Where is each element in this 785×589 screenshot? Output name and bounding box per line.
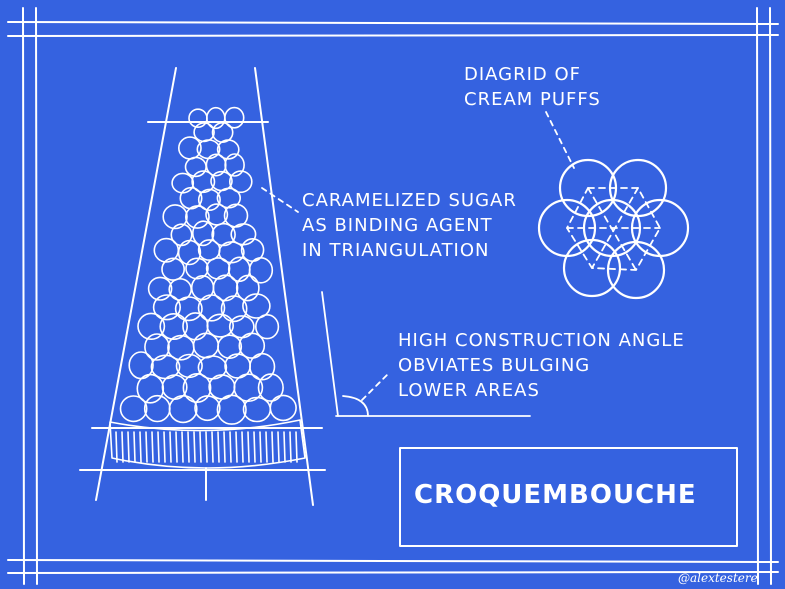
base-hatch-line	[253, 431, 256, 463]
base-hatch-line	[187, 431, 190, 463]
construction-angle-label-line-2: OBVIATES BULGING	[398, 355, 591, 376]
cream-puff	[161, 257, 186, 281]
cream-puff	[192, 332, 220, 359]
cream-puff	[216, 394, 247, 425]
base-hatch-line	[277, 431, 280, 463]
base-hatch-line	[193, 431, 196, 463]
cream-puff	[162, 204, 188, 230]
cream-puff	[224, 153, 245, 177]
binding-agent-label-line-3: IN TRIANGULATION	[302, 240, 490, 261]
base-hatch-line	[223, 431, 226, 463]
cream-puff	[177, 239, 202, 266]
cream-puff	[229, 170, 253, 194]
diagrid-rosette	[537, 158, 690, 300]
cream-puff	[220, 295, 248, 323]
construction-angle-label: HIGH CONSTRUCTION ANGLE OBVIATES BULGING…	[398, 328, 685, 403]
cream-puff	[171, 172, 195, 194]
base-hatch-line	[133, 431, 136, 463]
binding-agent-label-line-2: AS BINDING AGENT	[302, 215, 493, 236]
base-hatch-line	[211, 431, 214, 463]
diagrid-label-line-2: CREAM PUFFS	[464, 89, 601, 110]
cream-puff	[212, 274, 239, 302]
cream-puff	[224, 106, 245, 129]
leader-lines	[261, 111, 575, 417]
cream-puff	[192, 220, 215, 247]
cream-puff	[143, 394, 171, 423]
base-hatch-line	[205, 431, 208, 463]
base-hatch-line	[289, 431, 292, 463]
artist-signature: @alextestere	[678, 571, 758, 585]
base-hatch-line	[169, 431, 172, 463]
cream-puff	[242, 293, 271, 319]
cream-puff	[175, 353, 203, 379]
base-hatch-line	[241, 431, 244, 463]
construction-angle-label-line-1: HIGH CONSTRUCTION ANGLE	[398, 330, 685, 351]
cream-puff	[211, 222, 236, 247]
base-hatch-line	[283, 431, 286, 463]
cream-puff	[269, 394, 297, 422]
cream-puff	[248, 256, 274, 284]
binding-agent-label: CARAMELIZED SUGAR AS BINDING AGENT IN TR…	[302, 188, 517, 263]
cream-puff	[217, 334, 243, 360]
base-hatch-line	[181, 431, 184, 463]
cream-puff	[184, 205, 210, 229]
base-hatch-line	[121, 431, 124, 463]
base-hatch-line	[235, 431, 238, 463]
border-frame	[7, 7, 779, 585]
cream-puff	[191, 170, 216, 194]
cream-puff	[190, 275, 215, 301]
construction-angle-label-line-3: LOWER AREAS	[398, 380, 540, 401]
binding-agent-label-line-1: CARAMELIZED SUGAR	[302, 190, 517, 211]
title-block-title: CROQUEMBOUCHE	[414, 480, 697, 510]
base-hatch-line	[265, 431, 268, 463]
base-hatch-line	[151, 431, 154, 463]
tower-puffs	[119, 106, 297, 425]
base-hatch-line	[139, 431, 142, 463]
title-block-box	[399, 447, 738, 547]
base-hatch-line	[247, 431, 250, 463]
cream-puff	[179, 186, 203, 210]
cream-puff	[218, 241, 245, 264]
cream-puff	[249, 352, 276, 381]
base-hatch-line	[259, 431, 262, 463]
cream-puff	[197, 188, 221, 212]
diagrid-label: DIAGRID OF CREAM PUFFS	[464, 62, 601, 112]
base-hatch-line	[217, 431, 220, 463]
cream-puff	[255, 314, 280, 340]
cream-puff	[197, 294, 226, 322]
cream-puff	[216, 139, 240, 160]
cream-puff	[119, 395, 148, 423]
base-hatch-line	[175, 431, 178, 463]
cream-puff	[185, 257, 209, 280]
base-hatch-line	[163, 431, 166, 463]
cream-puff	[206, 313, 234, 338]
cream-puff	[147, 276, 173, 301]
base-hatch-line	[229, 431, 232, 463]
cream-puff	[144, 333, 170, 361]
base-hatch-line	[145, 431, 148, 463]
cream-puff	[152, 294, 181, 321]
cream-puff	[174, 296, 203, 322]
cream-puff	[194, 395, 221, 422]
cream-puff	[137, 312, 166, 340]
base-hatch-line	[295, 431, 298, 463]
base-hatch-line	[271, 431, 274, 463]
cream-puff	[235, 274, 260, 302]
base-hatch-line	[157, 431, 160, 463]
cream-puff	[168, 395, 198, 424]
cream-puff	[257, 373, 284, 402]
tower-outline	[79, 67, 326, 506]
diagrid-label-line-1: DIAGRID OF	[464, 64, 582, 85]
cream-puff	[242, 396, 272, 423]
cream-puff	[159, 312, 188, 340]
base-hatch-line	[199, 431, 202, 463]
base-hatch-line	[115, 431, 118, 463]
cream-puff	[238, 332, 266, 359]
tower-base	[109, 419, 306, 469]
base-hatch-line	[127, 431, 130, 463]
